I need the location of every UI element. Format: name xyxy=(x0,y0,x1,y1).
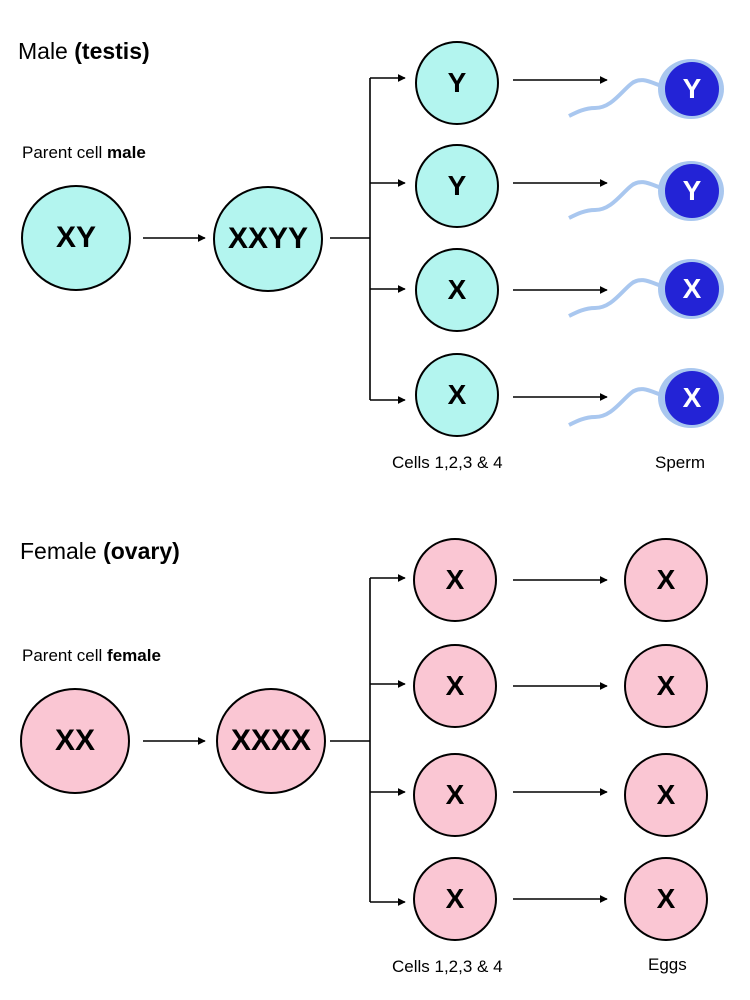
male-parent-cell: XY xyxy=(21,185,131,291)
female-parent-cell: XX xyxy=(20,688,130,794)
sperm-icon: Y xyxy=(565,46,725,136)
female-parent-label-bold: female xyxy=(107,646,161,665)
egg-cell-1: X xyxy=(624,538,708,622)
male-daughter-cell-1: Y xyxy=(415,41,499,125)
sperm-head: X xyxy=(665,262,719,316)
sperm-icon: X xyxy=(565,246,725,336)
male-parent-label: Parent cell male xyxy=(22,143,146,163)
female-cells-caption: Cells 1,2,3 & 4 xyxy=(392,957,503,976)
sperm-icon: X xyxy=(565,355,725,445)
female-daughter-cell-4: X xyxy=(413,857,497,941)
sperm-caption: Sperm xyxy=(655,453,706,472)
female-heading-plain: Female xyxy=(20,538,104,564)
egg-cell-4: X xyxy=(624,857,708,941)
egg-cell-3: X xyxy=(624,753,708,837)
eggs-caption: Eggs xyxy=(648,955,687,974)
male-daughter-cell-4: X xyxy=(415,353,499,437)
female-parent-label-plain: Parent cell xyxy=(22,646,108,665)
sperm-head: Y xyxy=(665,62,719,116)
female-daughter-cell-1: X xyxy=(413,538,497,622)
female-daughter-cell-3: X xyxy=(413,753,497,837)
sperm-head: Y xyxy=(665,164,719,218)
male-parent-label-bold: male xyxy=(107,143,146,162)
male-heading-plain: Male xyxy=(18,38,75,64)
sperm-icon: Y xyxy=(565,148,725,238)
male-daughter-cell-3: X xyxy=(415,248,499,332)
male-heading-bold: (testis) xyxy=(74,38,150,64)
female-replicated-cell: XXXX xyxy=(216,688,326,794)
female-heading: Female (ovary) xyxy=(20,538,180,565)
male-replicated-cell: XXYY xyxy=(213,186,323,292)
male-cells-caption: Cells 1,2,3 & 4 xyxy=(392,453,503,472)
sperm-head: X xyxy=(665,371,719,425)
female-heading-bold: (ovary) xyxy=(103,538,180,564)
male-parent-label-plain: Parent cell xyxy=(22,143,108,162)
female-daughter-cell-2: X xyxy=(413,644,497,728)
egg-cell-2: X xyxy=(624,644,708,728)
male-daughter-cell-2: Y xyxy=(415,144,499,228)
female-parent-label: Parent cell female xyxy=(22,646,161,666)
male-heading: Male (testis) xyxy=(18,38,150,65)
